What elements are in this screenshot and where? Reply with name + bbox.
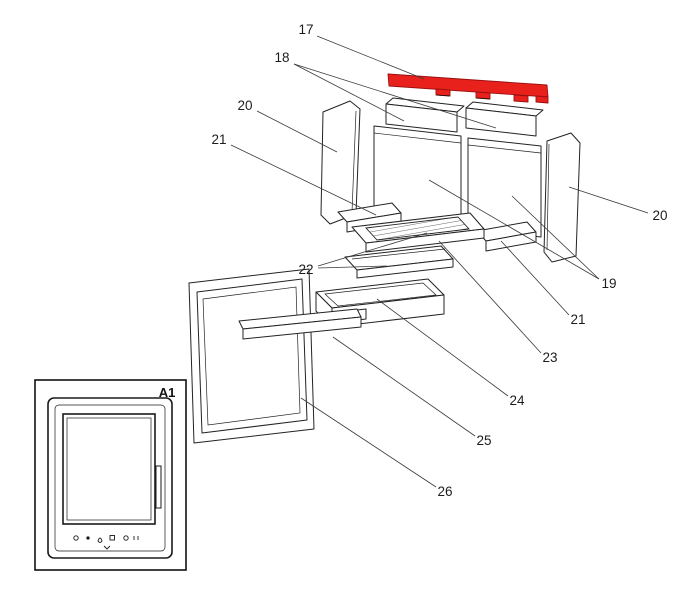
callout-25: 25 — [476, 433, 491, 448]
door-front-view — [47, 397, 173, 559]
part-22-grate-frame — [351, 212, 485, 253]
door-handle — [155, 465, 162, 509]
callout-22: 22 — [298, 262, 313, 277]
inset-a1: A1 — [34, 379, 187, 571]
callout-20-right: 20 — [652, 208, 667, 223]
part-21-ledge-right — [476, 221, 537, 252]
part-17-top-trim-highlighted — [387, 73, 549, 104]
part-19-back-panels — [373, 125, 542, 238]
part-26-door-frame — [188, 268, 315, 444]
callout-21-right: 21 — [570, 312, 585, 327]
callout-17: 17 — [298, 22, 313, 37]
part-23-grate — [365, 216, 470, 241]
leader-lines — [230, 35, 649, 488]
callout-26: 26 — [437, 484, 452, 499]
callout-23: 23 — [542, 350, 557, 365]
callout-19: 19 — [601, 276, 616, 291]
part-22-lower-slab — [344, 245, 454, 279]
part-20-side-panel-right — [543, 132, 581, 263]
door-control-icons — [73, 535, 139, 550]
inset-label-a1: A1 — [159, 385, 176, 400]
door-glass — [62, 413, 156, 525]
part-18-top-bricks — [385, 97, 544, 137]
callout-labels: 17 18 20 21 20 19 21 22 23 24 25 26 — [211, 22, 667, 499]
callout-24: 24 — [509, 393, 525, 408]
callout-21-left: 21 — [211, 132, 226, 147]
part-20-side-panel-left — [320, 100, 361, 225]
callout-20-left: 20 — [237, 98, 252, 113]
part-25-handle-bar — [238, 308, 362, 340]
callout-18: 18 — [274, 50, 289, 65]
